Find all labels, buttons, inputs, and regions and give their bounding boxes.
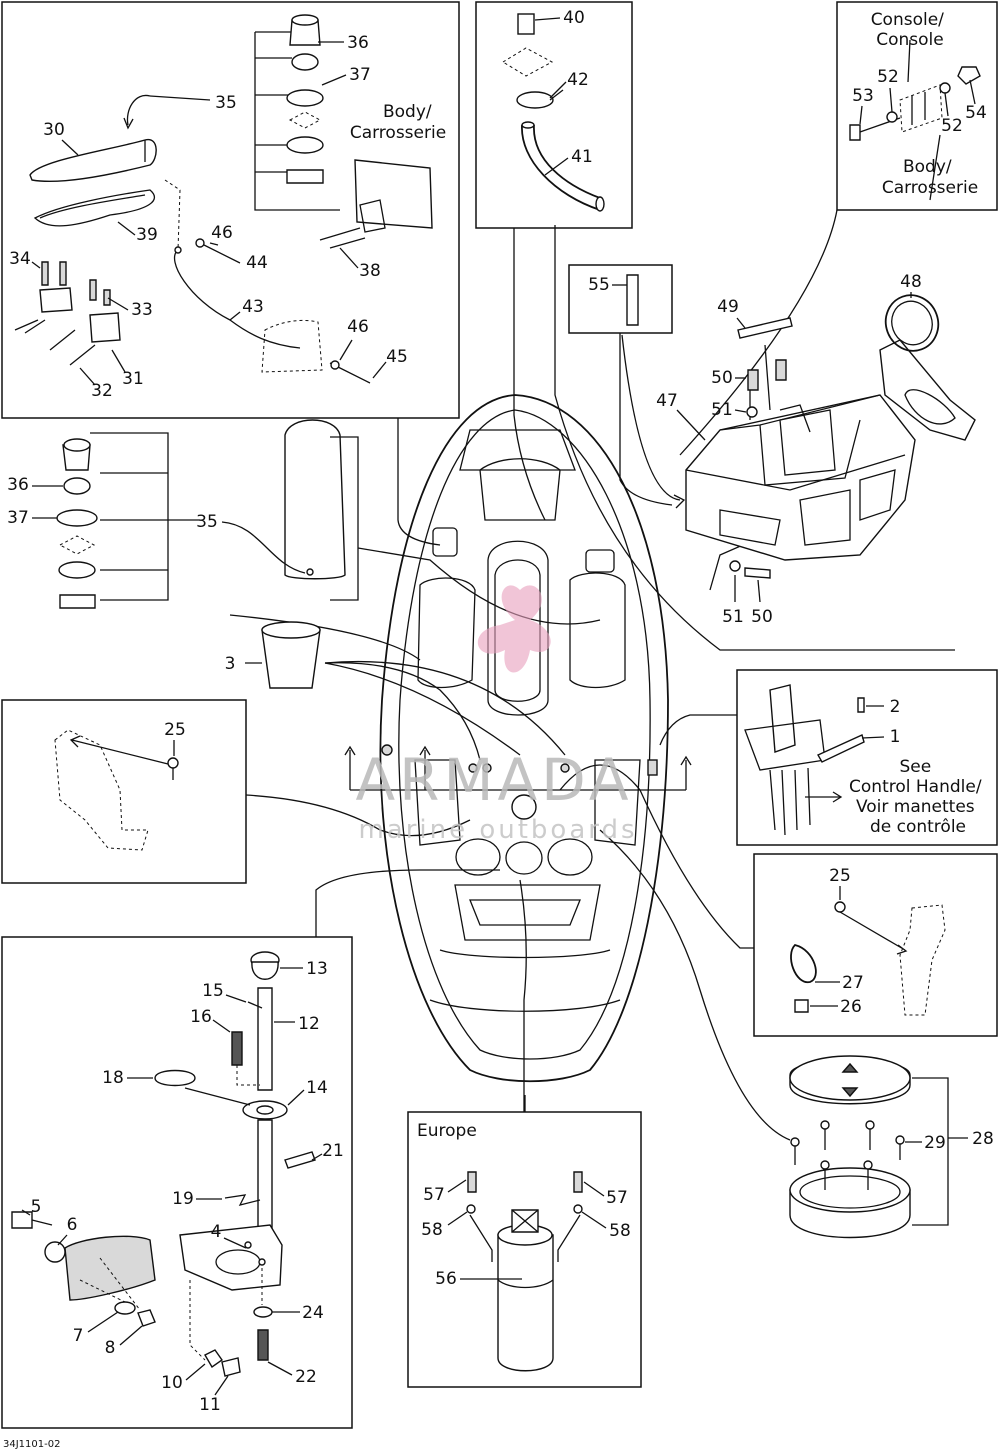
inset-bracket-right-box [753, 853, 998, 1037]
callout-11: 11 [199, 1395, 221, 1415]
vent-hose-assembly [502, 13, 605, 212]
callout-30: 30 [43, 120, 65, 140]
label-see-control-handle: See Control Handle/ Voir manettes de con… [849, 757, 987, 837]
latch-stack-middle [56, 419, 359, 689]
callout-48: 48 [900, 272, 922, 292]
callout-45: 45 [386, 347, 408, 367]
seat-assembly [14, 94, 371, 384]
europe-canister [466, 1095, 583, 1372]
callout-7: 7 [73, 1326, 84, 1346]
callout-22: 22 [295, 1367, 317, 1387]
callout-37-middle: 37 [7, 508, 29, 528]
callout-36-top: 36 [347, 33, 369, 53]
callout-51-bottom: 51 [722, 607, 744, 627]
inset-seat-box [1, 1, 460, 419]
text-labels: Body/ Carrosserie Console/ Console Body/… [3, 10, 987, 1450]
callout-12: 12 [298, 1014, 320, 1034]
callout-4: 4 [211, 1222, 222, 1242]
callout-8: 8 [105, 1338, 116, 1358]
callout-25-right: 25 [829, 866, 851, 886]
callout-18: 18 [102, 1068, 124, 1088]
callout-16: 16 [190, 1007, 212, 1027]
callout-57-left: 57 [423, 1185, 445, 1205]
callout-29: 29 [924, 1133, 946, 1153]
callout-31: 31 [122, 369, 144, 389]
callout-53: 53 [852, 86, 874, 106]
steering-post [11, 951, 316, 1377]
callout-28: 28 [972, 1129, 994, 1149]
control-handle [744, 684, 865, 836]
callout-36-middle: 36 [7, 475, 29, 495]
inset-console-box [836, 1, 998, 211]
callout-35-middle: 35 [196, 512, 218, 532]
inset-glovebox-box [568, 264, 673, 334]
callout-50-top: 50 [711, 368, 733, 388]
callout-40: 40 [563, 8, 585, 28]
glovebox-assembly [554, 225, 976, 579]
callout-25-left: 25 [164, 720, 186, 740]
callout-24: 24 [302, 1303, 324, 1323]
callout-21: 21 [322, 1141, 344, 1161]
callout-39: 39 [136, 225, 158, 245]
latch-stack-top [254, 14, 433, 249]
callout-37-top: 37 [349, 65, 371, 85]
callout-42: 42 [567, 70, 589, 90]
callout-14: 14 [306, 1078, 328, 1098]
callout-47: 47 [656, 391, 678, 411]
callout-3: 3 [225, 654, 236, 674]
callout-15: 15 [202, 981, 224, 1001]
callout-44: 44 [246, 253, 268, 273]
label-body-carrosserie-top: Body/ Carrosserie [350, 102, 446, 143]
watercraft-hull [344, 394, 692, 1083]
inset-steering-box [1, 936, 353, 1429]
callout-57-right: 57 [606, 1188, 628, 1208]
callout-46-bottom: 46 [347, 317, 369, 337]
callout-34: 34 [9, 249, 31, 269]
callout-35-top: 35 [215, 93, 237, 113]
callout-27: 27 [842, 973, 864, 993]
callout-51-top: 51 [711, 400, 733, 420]
watermark: ARMADA marine outboards [355, 585, 637, 845]
inset-vent-hose-box [475, 1, 633, 229]
callout-52-left: 52 [877, 67, 899, 87]
callout-38: 38 [359, 261, 381, 281]
callout-58-left: 58 [421, 1220, 443, 1240]
callout-numbers: 30 35 36 37 39 34 33 31 32 46 44 43 38 4… [7, 8, 994, 1415]
callout-10: 10 [161, 1373, 183, 1393]
callout-54: 54 [965, 103, 987, 123]
bracket-right [790, 901, 946, 1016]
watermark-brand: ARMADA [355, 746, 632, 814]
callout-5: 5 [31, 1197, 42, 1217]
hatch-cover [789, 1055, 968, 1239]
callout-26: 26 [840, 997, 862, 1017]
callout-32: 32 [91, 381, 113, 401]
callout-56: 56 [435, 1269, 457, 1289]
diagram-code: 34J1101-02 [3, 1439, 60, 1450]
label-console-console: Console/ Console [871, 10, 950, 50]
inset-bracket-left-box [1, 699, 247, 884]
console-fasteners [849, 39, 981, 201]
callout-13: 13 [306, 959, 328, 979]
callout-46-top: 46 [211, 223, 233, 243]
bracket-left [54, 729, 179, 851]
callout-19: 19 [172, 1189, 194, 1209]
callout-49: 49 [717, 297, 739, 317]
watermark-tagline: marine outboards [358, 815, 637, 845]
callout-58-right: 58 [609, 1221, 631, 1241]
callout-41: 41 [571, 147, 593, 167]
callout-6: 6 [67, 1215, 78, 1235]
inset-control-handle-box [736, 669, 998, 846]
callout-2: 2 [890, 697, 901, 717]
callout-50-bottom: 50 [751, 607, 773, 627]
label-body-carrosserie-right: Body/ Carrosserie [882, 157, 978, 198]
callout-33: 33 [131, 300, 153, 320]
callout-1: 1 [890, 727, 901, 747]
callout-52-right: 52 [941, 116, 963, 136]
callout-55: 55 [588, 275, 610, 295]
callout-43: 43 [242, 297, 264, 317]
label-europe: Europe [417, 1121, 477, 1141]
